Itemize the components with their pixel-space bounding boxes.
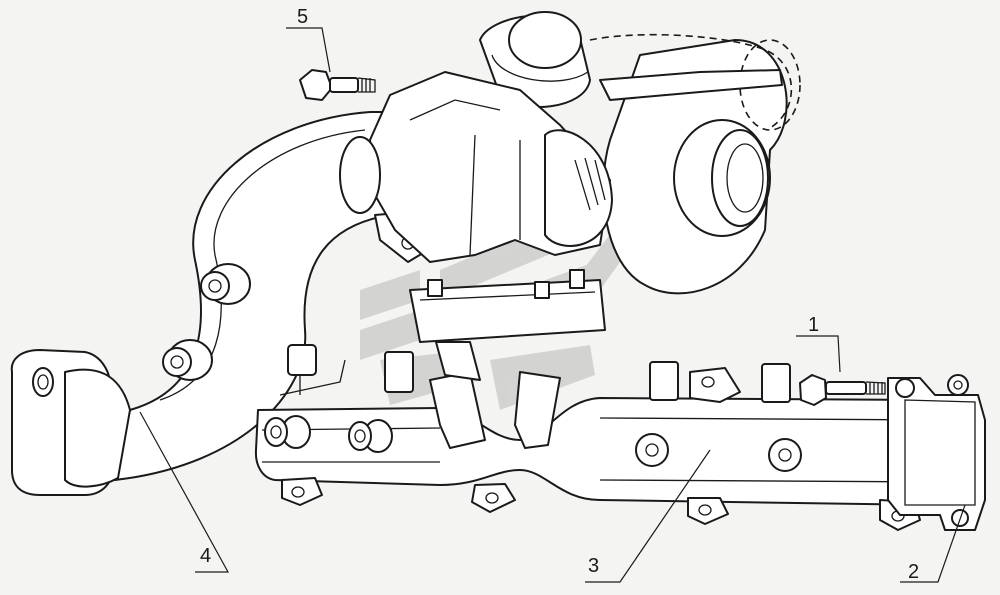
leader-lines [139, 27, 966, 583]
callout-1: 1 [808, 314, 819, 336]
callout-5: 5 [297, 6, 308, 28]
part-2-gasket [887, 374, 986, 531]
turbocharger-assembly [339, 11, 801, 381]
part-1-stud-bolt [799, 374, 886, 406]
callout-2: 2 [908, 561, 919, 583]
callout-3: 3 [588, 555, 599, 577]
callout-4: 4 [200, 545, 211, 567]
part-5-flange-bolt [299, 69, 376, 101]
part-4-elbow-pipe [10, 111, 393, 496]
part-3-exhaust-manifold [254, 344, 963, 531]
